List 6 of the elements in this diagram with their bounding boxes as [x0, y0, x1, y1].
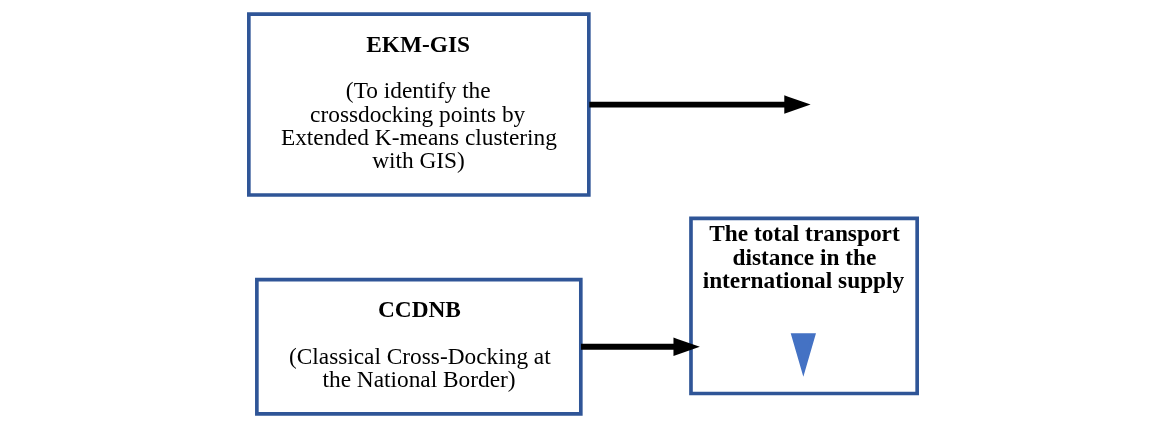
node-arrow — [790, 333, 816, 377]
cluster: The total transport distance in the international supply — [689, 216, 919, 396]
node-box: EKM-GIS (To identify the crossdocking points by Extended K-means clustering with GIS) — [247, 12, 591, 197]
node-box: CCDNB (Classical Cross-Docking at the National Border) — [255, 277, 583, 416]
arrow — [589, 95, 811, 114]
arrow — [581, 337, 700, 356]
